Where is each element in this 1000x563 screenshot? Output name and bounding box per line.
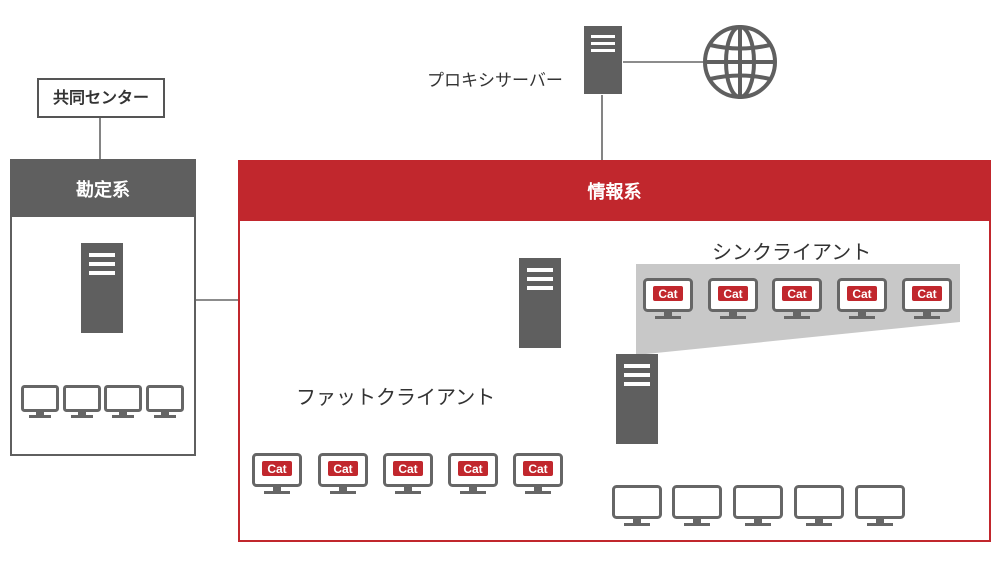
joint-center-box: 共同センター xyxy=(37,78,165,118)
cat-monitor: Cat xyxy=(837,278,887,321)
cat-label: Cat xyxy=(658,287,677,301)
fat-client-terminals: Cat Cat Cat Cat Cat xyxy=(252,453,563,496)
cat-monitor: Cat xyxy=(708,278,758,321)
fat-client-label: ファットクライアント xyxy=(296,385,496,409)
cat-monitor: Cat xyxy=(513,453,563,496)
cat-monitor: Cat xyxy=(772,278,822,321)
accounting-server-icon xyxy=(81,243,123,333)
thin-client-label: シンクライアント xyxy=(712,240,872,264)
proxy-server-label: プロキシサーバー xyxy=(427,71,563,91)
cat-monitor: Cat xyxy=(252,453,302,496)
accounting-system-title: 勘定系 xyxy=(76,180,130,201)
thin-client-server-icon xyxy=(616,354,658,444)
thin-client-terminals: Cat Cat Cat Cat Cat xyxy=(643,278,952,321)
cat-label: Cat xyxy=(267,462,286,476)
information-system-title: 情報系 xyxy=(587,182,642,203)
cat-monitor: Cat xyxy=(383,453,433,496)
cat-monitor: Cat xyxy=(643,278,693,321)
fat-client-server-icon xyxy=(519,258,561,348)
cat-label: Cat xyxy=(463,462,482,476)
internet-globe-icon xyxy=(703,25,777,99)
cat-label: Cat xyxy=(723,287,742,301)
cat-label: Cat xyxy=(528,462,547,476)
cat-label: Cat xyxy=(852,287,871,301)
proxy-server-icon xyxy=(584,26,622,94)
cat-monitor: Cat xyxy=(902,278,952,321)
cat-label: Cat xyxy=(333,462,352,476)
cat-label: Cat xyxy=(398,462,417,476)
cat-label: Cat xyxy=(917,287,936,301)
cat-label: Cat xyxy=(787,287,806,301)
cat-monitor: Cat xyxy=(318,453,368,496)
cat-monitor: Cat xyxy=(448,453,498,496)
